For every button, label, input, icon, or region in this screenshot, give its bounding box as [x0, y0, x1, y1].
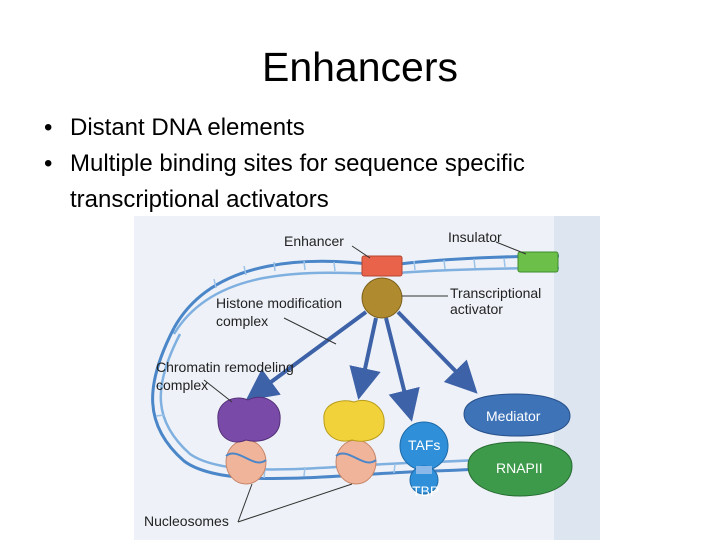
figure-page-edge — [554, 216, 600, 540]
recruitment-arrows — [245, 310, 478, 422]
leader-lines — [203, 241, 527, 523]
tata-box — [416, 466, 432, 474]
bullet-text: transcriptional activators — [70, 186, 329, 213]
bullet-item: • Distant DNA elements — [44, 110, 704, 146]
rnapii-label: RNAPII — [496, 460, 543, 476]
bullet-marker: • — [44, 114, 53, 141]
nucleosomes-label: Nucleosomes — [144, 513, 229, 529]
bullet-text: Distant DNA elements — [70, 114, 305, 141]
insulator-element — [517, 251, 559, 273]
nucleosome-right — [335, 439, 377, 485]
histone-modification-label: Histone modification — [216, 295, 342, 311]
transcriptional-activator-label: Transcriptional — [450, 285, 541, 301]
bullet-item-continuation: transcriptional activators — [44, 182, 704, 218]
bullet-marker: • — [44, 150, 53, 177]
histone-modification-complex-shape — [323, 400, 385, 442]
enhancer-diagram-svg: Enhancer Insulator Histone modification … — [134, 216, 600, 540]
mediator-label: Mediator — [486, 408, 541, 424]
tbp-label: TBP — [412, 483, 439, 499]
slide-title: Enhancers — [261, 44, 458, 90]
chromatin-remodeling-label: Chromatin remodeling — [156, 359, 294, 375]
enhancer-label: Enhancer — [284, 233, 344, 249]
transcriptional-activator-label-line2: activator — [450, 301, 503, 317]
chromatin-remodeling-complex-shape — [217, 396, 281, 443]
bullet-list: • Distant DNA elements • Multiple binding … — [44, 110, 704, 218]
mediator-shape — [463, 393, 571, 437]
nucleosome-left — [225, 439, 267, 485]
enhancer-element — [361, 255, 403, 277]
histone-modification-label-line2: complex — [216, 313, 268, 329]
bullet-text: Multiple binding sites for sequence spec… — [70, 150, 525, 177]
insulator-label: Insulator — [448, 229, 502, 245]
enhancer-diagram: Enhancer Insulator Histone modification … — [134, 216, 600, 540]
chromatin-remodeling-label-line2: complex — [156, 377, 208, 393]
rnapii-shape — [467, 441, 573, 497]
transcriptional-activator-shape — [361, 277, 403, 319]
bullet-item: • Multiple binding sites for sequence spe… — [44, 146, 704, 182]
tafs-label: TAFs — [408, 437, 440, 453]
